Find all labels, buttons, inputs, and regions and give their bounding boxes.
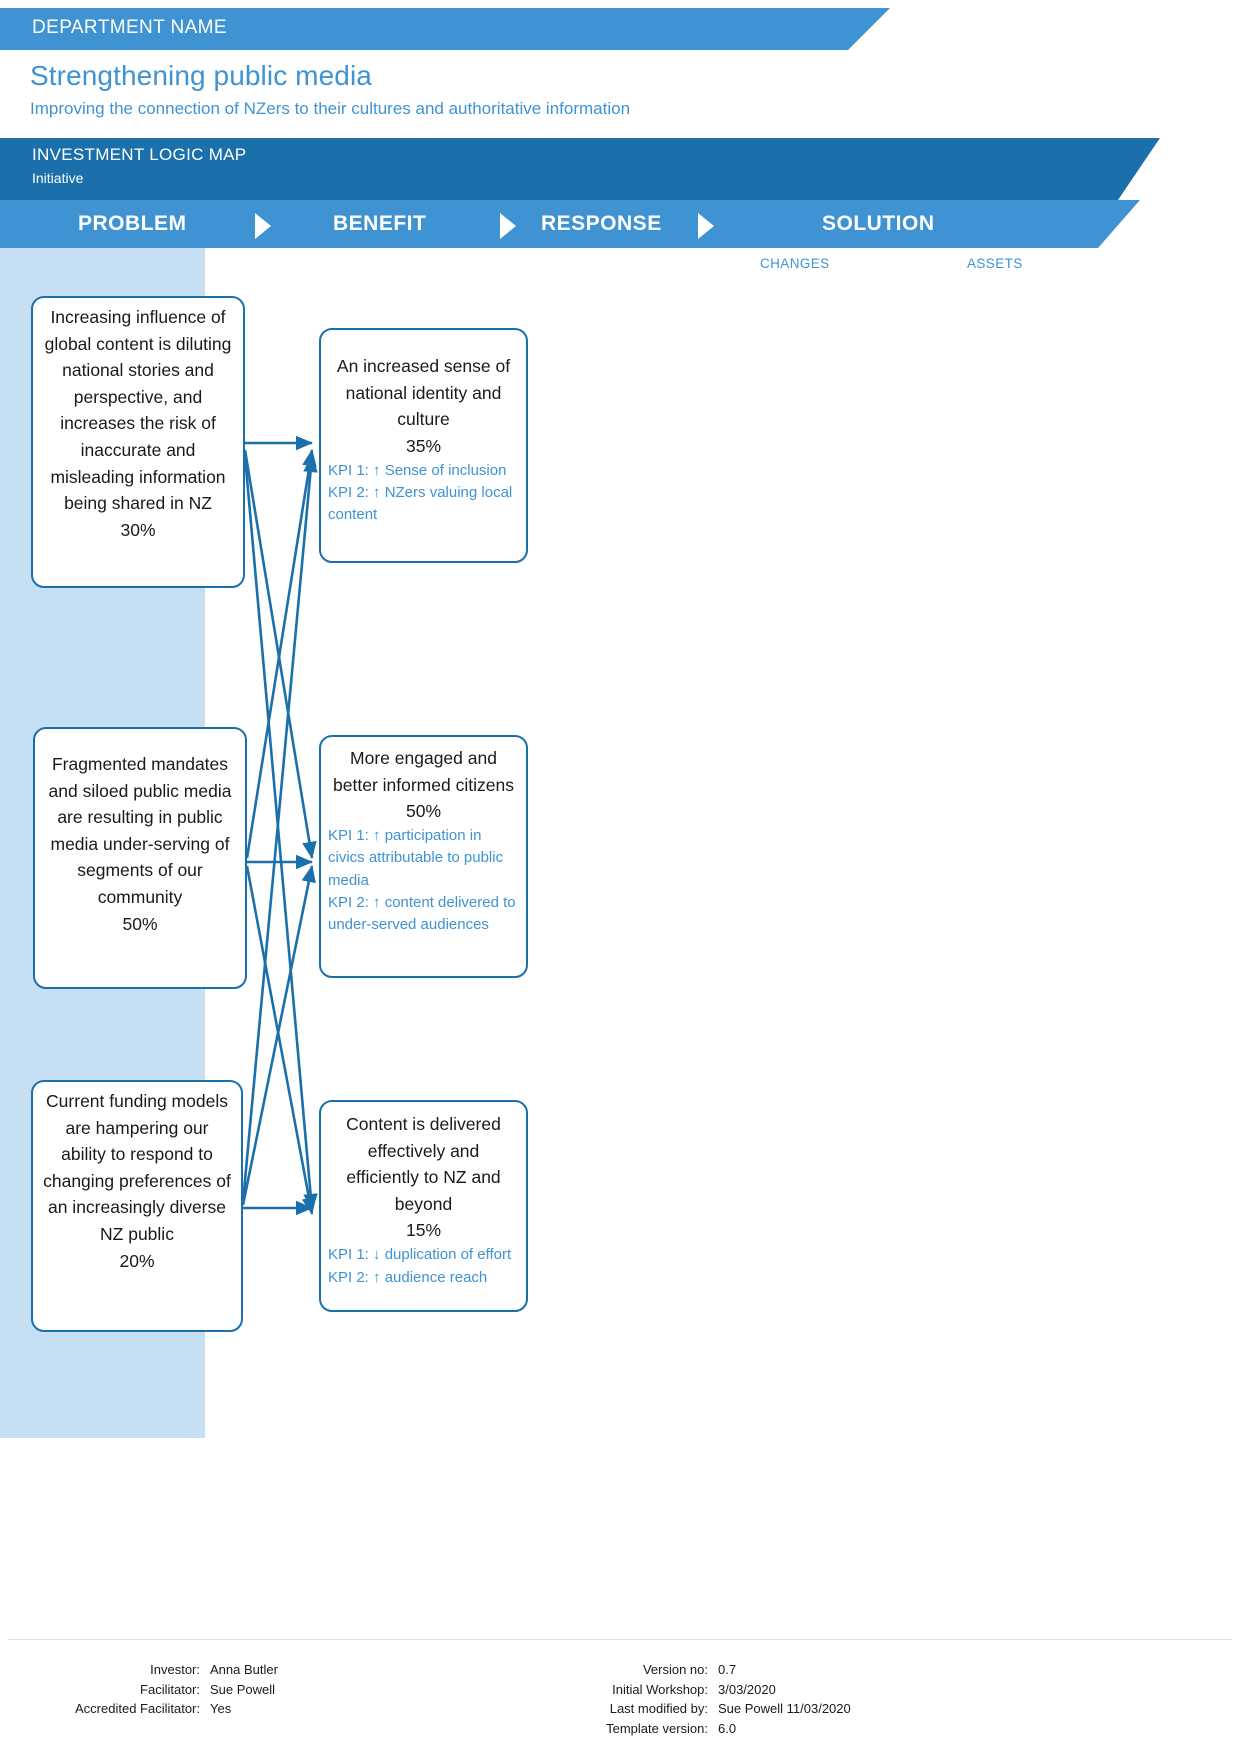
metadata-key: Version no: (642, 1662, 708, 1677)
metadata-value: Sue Powell 11/03/2020 (718, 1701, 851, 1716)
stage-label-solution: SOLUTION (822, 212, 935, 235)
problem-node[interactable]: Fragmented mandates and siloed public me… (33, 727, 247, 989)
kpi-list: KPI 1: ↑ Sense of inclusion KPI 2: ↑ NZe… (321, 460, 526, 527)
metadata-value: Yes (210, 1701, 232, 1716)
kpi-list: KPI 1: ↑ participation in civics attribu… (321, 825, 526, 936)
kpi-item: KPI 1: ↑ participation in civics attribu… (328, 827, 504, 889)
document-type-label: INVESTMENT LOGIC MAP (32, 145, 247, 164)
metadata-key: Initial Workshop: (612, 1681, 708, 1697)
document-scope-label: Initiative (32, 170, 84, 186)
problem-text: Current funding models are hampering our… (43, 1091, 231, 1244)
metadata-key: Accredited Facilitator: (75, 1701, 200, 1716)
investment-logic-map-band (0, 138, 1160, 200)
metadata-key: Facilitator: (140, 1681, 200, 1697)
benefit-node[interactable]: Content is delivered effectively and eff… (319, 1100, 528, 1312)
metadata-key: Last modified by: (609, 1701, 708, 1716)
stage-label-benefit: BENEFIT (333, 212, 427, 235)
kpi-item: KPI 2: ↑ audience reach (328, 1268, 488, 1286)
benefit-weight: 35% (405, 435, 442, 456)
benefit-weight: 50% (405, 801, 442, 822)
metadata-key: Investor: (150, 1662, 200, 1677)
footer-metadata-left: Investor: Anna Butler Facilitator: Sue P… (40, 1660, 320, 1719)
kpi-item: KPI 2: ↑ content delivered to under-serv… (328, 893, 516, 933)
problem-weight: 30% (120, 519, 156, 540)
benefit-text: An increased sense of national identity … (336, 356, 511, 430)
metadata-row: Version no: 0.7 (560, 1660, 980, 1680)
problem-text: Fragmented mandates and siloed public me… (48, 754, 232, 907)
footer-divider (8, 1639, 1232, 1640)
kpi-item: KPI 1: ↑ Sense of inclusion (328, 461, 507, 479)
benefit-node[interactable]: An increased sense of national identity … (319, 328, 528, 563)
page-subtitle: Improving the connection of NZers to the… (30, 99, 631, 118)
kpi-item: KPI 2: ↑ NZers valuing local content (328, 483, 513, 524)
department-name-label: DEPARTMENT NAME (32, 17, 227, 38)
stage-header-bar (0, 200, 1140, 248)
title-block: Strengthening public media Improving the… (0, 50, 1240, 138)
metadata-row: Last modified by: Sue Powell 11/03/2020 (560, 1699, 980, 1719)
sub-column-label-assets: ASSETS (967, 256, 1023, 271)
page-title: Strengthening public media (30, 60, 372, 91)
metadata-value: 0.7 (718, 1662, 737, 1677)
benefit-weight: 15% (405, 1220, 442, 1241)
benefit-node[interactable]: More engaged and better informed citizen… (319, 735, 528, 978)
benefit-text: More engaged and better informed citizen… (333, 748, 514, 795)
problem-node[interactable]: Increasing influence of global content i… (31, 296, 245, 588)
problem-text: Increasing influence of global content i… (44, 307, 232, 514)
footer-metadata-right: Version no: 0.7 Initial Workshop: 3/03/2… (560, 1660, 980, 1738)
kpi-list: KPI 1: ↓ duplication of effort KPI 2: ↑ … (321, 1244, 526, 1288)
metadata-row: Investor: Anna Butler (40, 1660, 320, 1680)
stage-label-problem: PROBLEM (78, 212, 187, 235)
kpi-item: KPI 1: ↓ duplication of effort (328, 1246, 512, 1264)
metadata-value: Anna Butler (210, 1662, 278, 1677)
metadata-row: Accredited Facilitator: Yes (40, 1699, 320, 1719)
department-banner (0, 8, 890, 50)
benefit-text: Content is delivered effectively and eff… (346, 1114, 501, 1214)
metadata-row: Facilitator: Sue Powell (40, 1680, 320, 1700)
problem-weight: 50% (122, 913, 158, 934)
metadata-value: 3/03/2020 (718, 1681, 776, 1697)
metadata-row: Template version: 6.0 (560, 1719, 980, 1739)
metadata-key: Template version: (606, 1720, 708, 1736)
problem-weight: 20% (119, 1250, 155, 1271)
metadata-row: Initial Workshop: 3/03/2020 (560, 1680, 980, 1700)
sub-column-label-changes: CHANGES (760, 256, 830, 271)
problem-node[interactable]: Current funding models are hampering our… (31, 1080, 243, 1332)
metadata-value: Sue Powell (210, 1681, 276, 1697)
stage-label-response: RESPONSE (541, 212, 662, 235)
metadata-value: 6.0 (718, 1720, 737, 1736)
